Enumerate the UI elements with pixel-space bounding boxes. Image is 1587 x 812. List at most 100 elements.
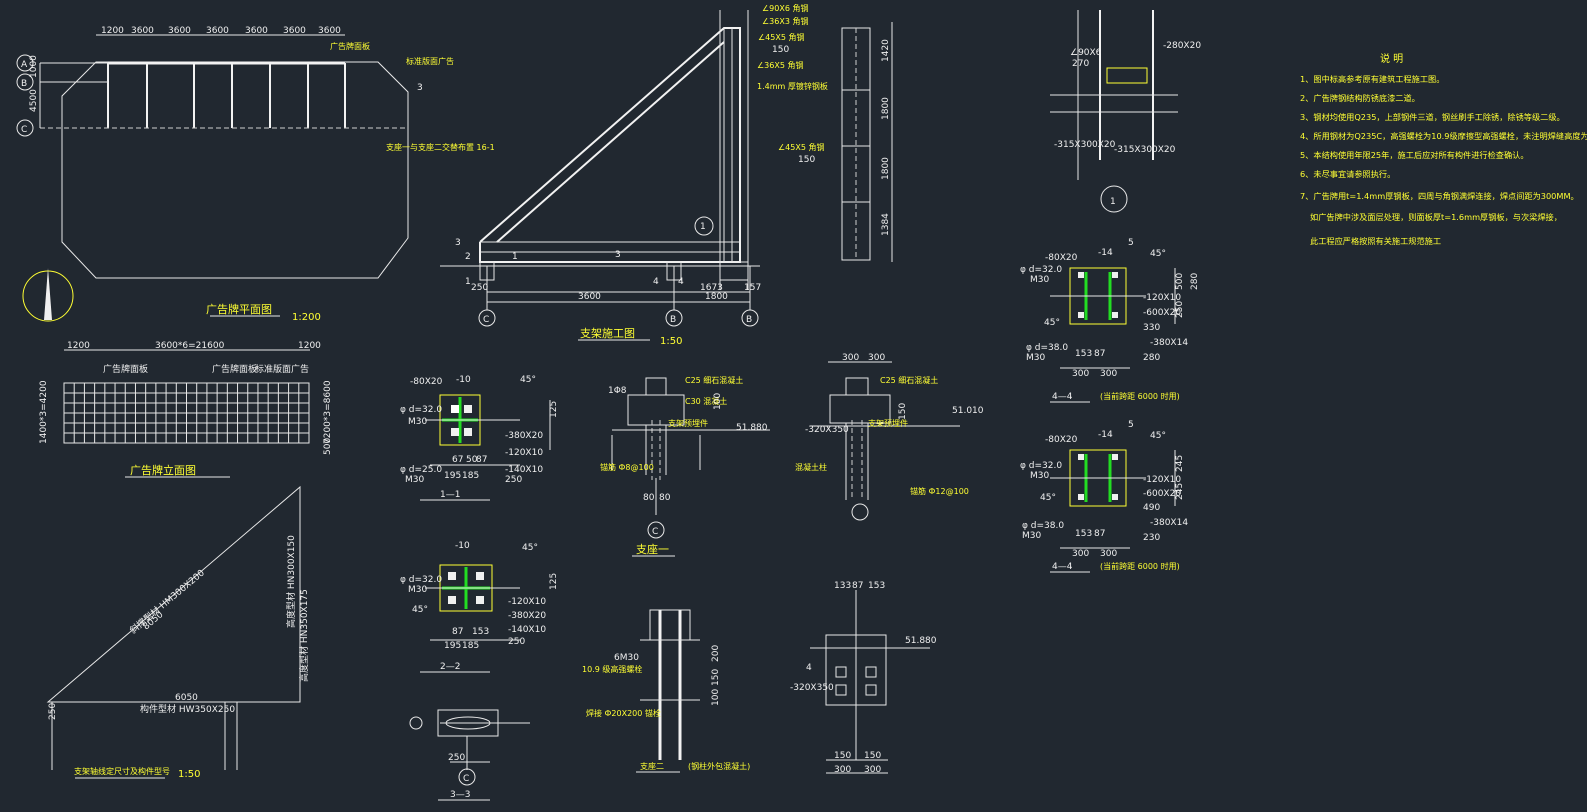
elev-side-dim: 7200*3=8600 [323, 380, 333, 444]
d4a-label: M30 [1026, 353, 1045, 363]
d4a-label: -120X10 [1143, 293, 1181, 303]
elev-dim: 1200 [67, 341, 90, 351]
d4b-dim: 87 [1094, 529, 1105, 539]
d2-label: -120X10 [508, 597, 546, 607]
baseright-dim: 150 [864, 751, 881, 761]
d1-dim: 87 [476, 455, 487, 465]
detail-1-1: -80X20 -10 45° φ d=32.0 M30 φ d=25.0 M30… [400, 375, 559, 501]
detail3-title: 3—3 [450, 790, 470, 800]
base-support-2: 6M30 10.9 级高强螺栓 焊接 Ф20X200 锚栓 200 150 10… [582, 609, 750, 773]
basemid-label: 150 [898, 403, 908, 420]
detail4b-note: (当前跨距 6000 时用) [1100, 561, 1180, 571]
bolt-icon [1078, 312, 1084, 318]
plan-label: 3 [417, 83, 423, 93]
d2-dim: 125 [549, 573, 559, 590]
d1-label: -380X20 [505, 431, 543, 441]
note-item: 5、本结构使用年限25年，施工后应对所有构件进行检查确认。 [1300, 150, 1529, 160]
top-label: -315X300X20 [1114, 145, 1176, 155]
detail-2-2: -10 45° φ d=32.0 M30 45° -120X10 -380X20… [400, 541, 559, 673]
basemid-label: 支架预埋件 [868, 418, 908, 428]
bolt-icon [865, 666, 877, 678]
d1-label: -120X10 [505, 448, 543, 458]
baseright-label: -320X350 [790, 683, 834, 693]
support-label: 3 [455, 238, 461, 248]
base1-label: 支架预埋件 [668, 418, 708, 428]
d2-label: 250 [508, 637, 525, 647]
base-support-right: 51.880 -320X350 4 133 87 153 150 150 300… [790, 581, 937, 775]
plan-title: 广告牌平面图 [206, 302, 272, 316]
d4a-label: -600X20 [1143, 308, 1181, 318]
d4b-label: M30 [1022, 531, 1041, 541]
bolt-icon [464, 428, 472, 436]
top-label: ∠90X6 [1070, 48, 1102, 58]
axis-C-marker [458, 768, 476, 786]
baseright-dim: 300 [834, 765, 851, 775]
elev-label: 广告牌面板 [103, 363, 148, 375]
baseright-dim: 87 [852, 581, 863, 591]
d4b-label: φ d=32.0 [1020, 461, 1062, 471]
bolt-icon [476, 596, 484, 604]
axis-C-marker [478, 309, 496, 327]
d4b-label: 490 [1143, 503, 1160, 513]
note-item: 此工程应严格按照有关施工规范施工 [1310, 236, 1441, 246]
d4b-label: -120X10 [1143, 475, 1181, 485]
d1-label: φ d=32.0 [400, 405, 442, 415]
plan-side-dim: 1000 [29, 55, 39, 78]
axis-B-marker [741, 309, 759, 327]
elev-side-dim: 500 [323, 438, 333, 455]
elevation-title: 广告牌立面图 [130, 463, 196, 477]
bolt-icon [464, 405, 472, 413]
d4b-label: 45° [1150, 431, 1166, 441]
plan-scale: 1:200 [292, 312, 321, 323]
plan-dim: 3600 [283, 26, 306, 36]
d2-dim: 87 [452, 627, 463, 637]
note-item: 1、图中标高参考原有建筑工程施工图。 [1300, 74, 1444, 84]
axis-A-marker [16, 54, 34, 72]
top-label: -315X300X20 [1054, 140, 1116, 150]
d4b-label: 230 [1143, 533, 1160, 543]
support-right-dim: 1420 [881, 39, 891, 62]
axis-B-marker [16, 73, 34, 91]
base-support-mid: 300 300 C25 细石混凝土 -320X350 支架预埋件 混凝土柱 锚筋… [795, 353, 984, 521]
column-marker [851, 503, 869, 521]
base2-label: 6M30 [614, 653, 639, 663]
d4b-label: 45° [1040, 493, 1056, 503]
baseright-label: 51.880 [905, 636, 937, 646]
plan-label: 标准版面广告 [406, 56, 454, 66]
d1-dim: 67 [452, 455, 463, 465]
d4b-label: 5 [1128, 420, 1134, 430]
elev-side-dim: 1400*3=4200 [39, 380, 49, 444]
axis-B-marker [665, 309, 683, 327]
base2-label: 200 [711, 645, 721, 662]
detail-3-3: 250 C 3—3 [409, 709, 530, 801]
support-right-dim: 1800 [881, 97, 891, 120]
base1-axis: C [652, 527, 658, 537]
plan-side-dim: 4500 [29, 89, 39, 112]
plan-dim: 3600 [245, 26, 268, 36]
support-label: ∠45X5 角钢 [778, 142, 824, 152]
d4b-label: φ d=38.0 [1022, 521, 1064, 531]
d4a-dim: 280 [1190, 273, 1200, 290]
support-dim: 157 [744, 283, 761, 293]
triangle-label: 250 [48, 703, 58, 720]
d4a-label: 45° [1150, 249, 1166, 259]
note-item: 如广告牌中涉及面层处理，则面板厚t=1.6mm厚钢板，与次梁焊接， [1310, 212, 1562, 222]
design-notes: 说 明 1、图中标高参考原有建筑工程施工图。 2、广告牌钢结构防锈底漆二道。 3… [1300, 52, 1587, 246]
d4b-label: -14 [1098, 430, 1113, 440]
basemid-label: 混凝土柱 [795, 462, 827, 472]
d2-dim: 195 [444, 641, 461, 651]
baseright-dim: 153 [868, 581, 885, 591]
support-axis: B [670, 315, 676, 325]
support-label: 3 [615, 250, 621, 260]
d2-label: 45° [412, 605, 428, 615]
axis-C-marker [16, 119, 34, 137]
detail2-title: 2—2 [440, 662, 460, 672]
baseright-dim: 150 [834, 751, 851, 761]
top-label: 270 [1072, 59, 1089, 69]
d1-label: M30 [408, 417, 427, 427]
support-dim: 250 [471, 283, 488, 293]
d4b-dim: 245 [1175, 455, 1185, 472]
detail-callout-marker [694, 216, 714, 236]
triangle-scale: 1:50 [178, 769, 200, 780]
triangle-label: 斜撑型材 HM300X200 [127, 567, 207, 637]
